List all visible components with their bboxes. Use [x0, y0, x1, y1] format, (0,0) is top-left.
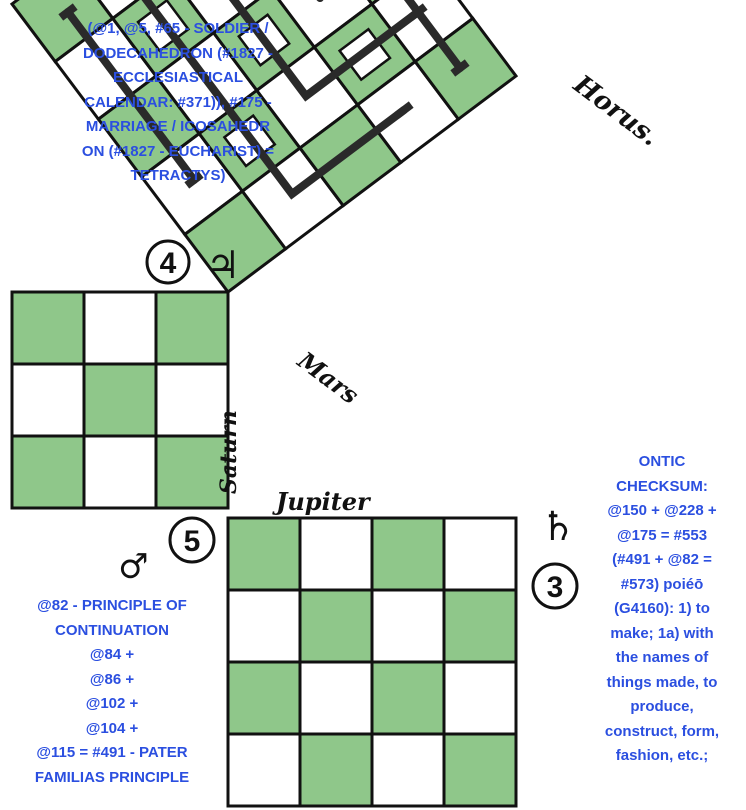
jupiter-square-cell — [300, 662, 372, 734]
circle-number-3: 3 — [533, 564, 577, 608]
top-note-line: CALENDAR: #371)), #175 - — [28, 91, 328, 116]
right-note-line: #573) poiéō — [572, 573, 746, 598]
saturn-square-cell — [12, 292, 84, 364]
jupiter-square-cell — [444, 590, 516, 662]
jupiter-square-cell — [228, 518, 300, 590]
top-note-line: (@1, @5, #65 - SOLDIER / — [28, 17, 328, 42]
top-note-line: ON (#1827 - EUCHARIST) = — [28, 140, 328, 165]
right-note-line: @150 + @228 + — [572, 499, 746, 524]
top-note-line: MARRIAGE / ICOSAHEDR — [28, 115, 328, 140]
left-note-line: @102 + — [2, 692, 222, 717]
jupiter-square-cell — [300, 734, 372, 806]
four-by-four-square — [228, 518, 516, 806]
top-note-line: TETRACTYS) — [28, 164, 328, 189]
left-note-line: @86 + — [2, 668, 222, 693]
jupiter-square-cell — [228, 662, 300, 734]
right-note-line: ONTIC — [572, 450, 746, 475]
left-note-line: FAMILIAS PRINCIPLE — [2, 766, 222, 791]
jupiter-label: Jupiter — [272, 487, 372, 516]
horus-label: Horus. — [567, 69, 664, 153]
svg-text:4: 4 — [160, 247, 177, 280]
right-note-line: @175 = #553 — [572, 524, 746, 549]
right-note-line: CHECKSUM: — [572, 475, 746, 500]
jupiter-square-cell — [228, 734, 300, 806]
jupiter-square-cell — [372, 518, 444, 590]
jupiter-square-cell — [228, 590, 300, 662]
saturn-square-cell — [12, 364, 84, 436]
right-note-line: produce, — [572, 695, 746, 720]
jupiter-square-cell — [300, 590, 372, 662]
saturn-square-cell — [84, 436, 156, 508]
left-note-line: @82 - PRINCIPLE OF — [2, 594, 222, 619]
jupiter-square-cell — [300, 518, 372, 590]
left-note-line: @104 + — [2, 717, 222, 742]
top-note-line: DODECAHEDRON (#1827 - — [28, 42, 328, 67]
right-note-line: (G4160): 1) to — [572, 597, 746, 622]
left-note-line: CONTINUATION — [2, 619, 222, 644]
saturn-square-cell — [84, 364, 156, 436]
jupiter-square-cell — [444, 518, 516, 590]
right-note-line: things made, to — [572, 671, 746, 696]
jupiter-square-cell — [372, 734, 444, 806]
svg-text:5: 5 — [184, 525, 201, 558]
jupiter-symbol-icon: ♃ — [206, 242, 240, 287]
right-note-line: fashion, etc.; — [572, 744, 746, 769]
right-note-line: construct, form, — [572, 720, 746, 745]
top-note: (@1, @5, #65 - SOLDIER /DODECAHEDRON (#1… — [28, 17, 328, 189]
saturn-square-cell — [156, 292, 228, 364]
saturn-square-cell — [12, 436, 84, 508]
three-by-three-square — [12, 292, 228, 508]
svg-text:3: 3 — [547, 571, 564, 604]
left-note-line: @115 = #491 - PATER — [2, 741, 222, 766]
saturn-label: Saturn — [216, 410, 242, 494]
saturn-square-cell — [84, 292, 156, 364]
jupiter-square-cell — [444, 662, 516, 734]
mars-label: Mars — [292, 345, 365, 410]
circle-number-5: 5 — [170, 518, 214, 562]
circle-number-4: 4 — [147, 241, 189, 283]
jupiter-square-cell — [444, 734, 516, 806]
saturn-symbol-icon: ♄ — [540, 503, 576, 550]
top-note-line: ECCLESIASTICAL — [28, 66, 328, 91]
jupiter-square-cell — [372, 590, 444, 662]
left-note-line: @84 + — [2, 643, 222, 668]
jupiter-square-cell — [372, 662, 444, 734]
right-note-line: (#491 + @82 = — [572, 548, 746, 573]
mars-symbol-icon: ♂ — [118, 547, 148, 587]
right-note-line: the names of — [572, 646, 746, 671]
right-note-line: make; 1a) with — [572, 622, 746, 647]
